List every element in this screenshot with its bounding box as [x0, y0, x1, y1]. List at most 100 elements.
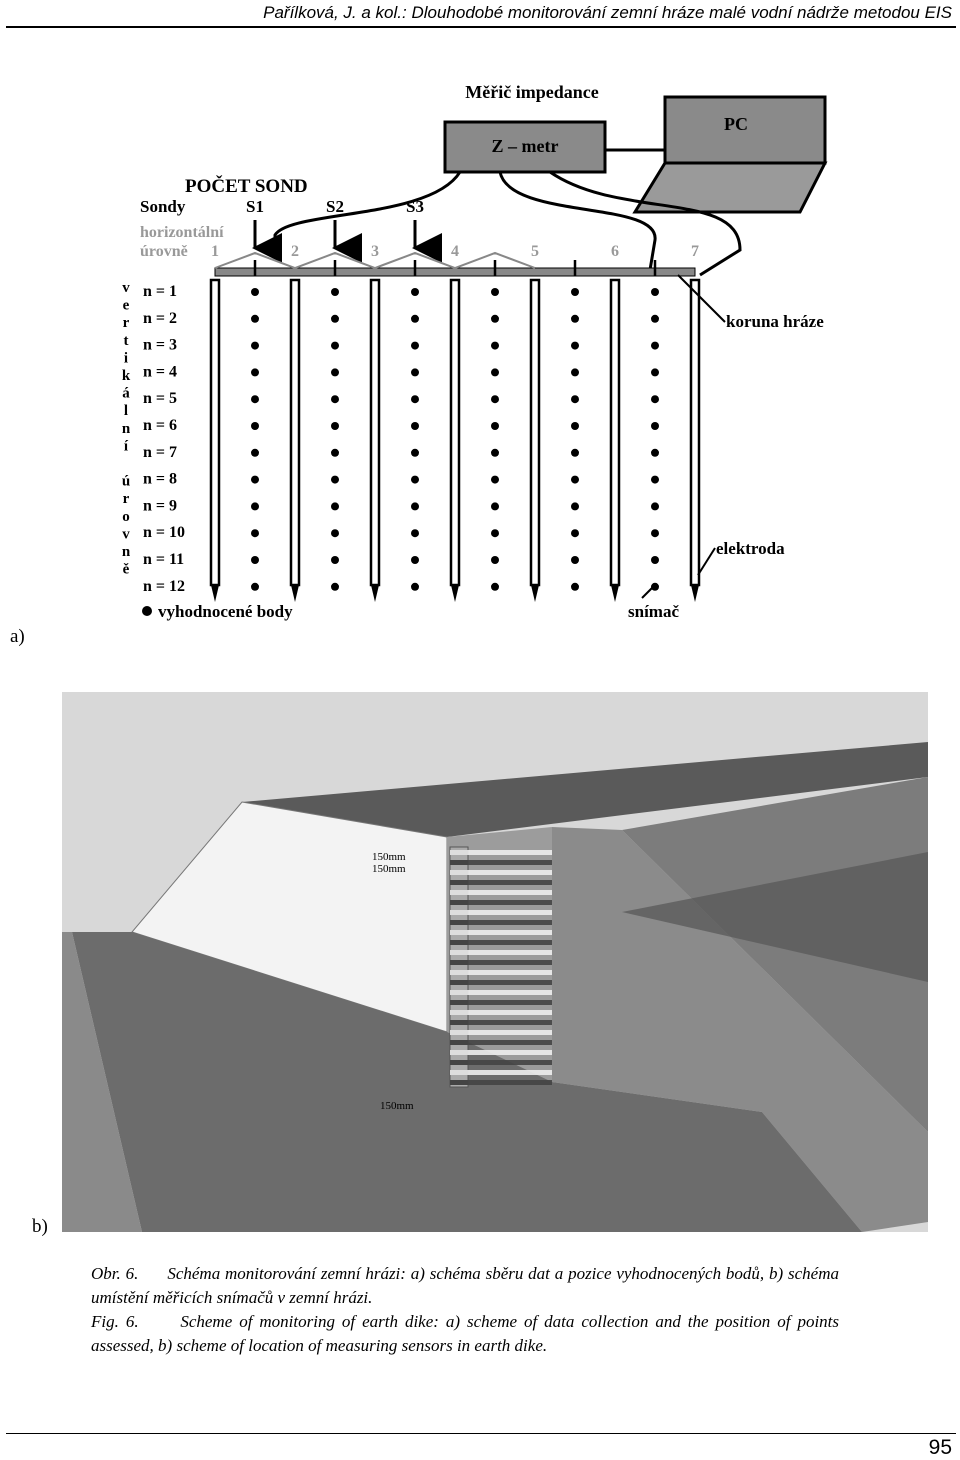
vertical-levels-letter: á — [122, 386, 130, 402]
evaluated-point — [411, 448, 419, 457]
evaluated-point — [331, 502, 339, 511]
evaluated-point — [331, 582, 339, 591]
evaluated-point — [331, 368, 339, 377]
vertical-level-11: n = 11 — [143, 551, 184, 568]
sensor-stripe — [450, 910, 468, 915]
sensor-stripe — [450, 1040, 468, 1045]
evaluated-point — [491, 529, 499, 538]
figure-b-label: b) — [32, 1216, 48, 1237]
evaluated-point — [571, 582, 579, 591]
evaluated-point — [251, 341, 259, 350]
electrode-tip — [291, 585, 299, 602]
evaluated-point — [491, 422, 499, 430]
sensor-stripe — [450, 920, 468, 925]
horizontal-level-1: 1 — [211, 243, 219, 260]
evaluated-point — [571, 475, 579, 484]
sensor-layer — [468, 1000, 552, 1005]
evaluated-point — [411, 529, 419, 538]
evaluated-point — [491, 502, 499, 511]
evaluated-point — [651, 582, 659, 591]
water-surface — [622, 777, 928, 1132]
caption-cz-number: Obr. 6. — [91, 1264, 139, 1283]
evaluated-point — [491, 314, 499, 323]
sensor-stripe — [450, 1080, 468, 1085]
figure-caption: Obr. 6. Schéma monitorování zemní hrázi:… — [91, 1262, 839, 1358]
header-rule — [6, 26, 956, 28]
vertical-levels-letter: r — [123, 491, 130, 507]
electrode-tip — [371, 585, 379, 602]
evaluated-point — [651, 314, 659, 323]
electrode — [529, 278, 541, 587]
impedance-meter-title: Měřič impedance — [465, 82, 598, 102]
vertical-level-7: n = 7 — [143, 444, 177, 461]
electrode-tip — [531, 585, 539, 602]
z-meter-label: Z – metr — [492, 136, 559, 156]
sensor-stripe — [450, 960, 468, 965]
evaluated-point — [331, 288, 339, 296]
evaluated-point — [491, 582, 499, 591]
sensor-layer — [468, 950, 552, 955]
vertical-levels-letter: í — [124, 438, 129, 454]
vertical-level-9: n = 9 — [143, 497, 177, 514]
sensor-layer — [468, 980, 552, 985]
electrode-tip — [451, 585, 459, 602]
sensor-stripe — [450, 1050, 468, 1055]
sensor-stripe — [450, 1070, 468, 1075]
vertical-level-8: n = 8 — [143, 471, 177, 488]
vertical-levels-letter: v — [122, 280, 130, 296]
sensor-layer — [468, 1060, 552, 1065]
evaluated-point — [411, 582, 419, 591]
electrode-tip — [611, 585, 619, 602]
vertical-level-4: n = 4 — [143, 363, 177, 380]
sensor-stripe — [450, 930, 468, 935]
evaluated-point — [651, 368, 659, 377]
sensor-layer — [468, 990, 552, 995]
evaluated-point — [251, 288, 259, 296]
probe-label-s3: S3 — [406, 197, 424, 216]
sensor-stripe — [450, 980, 468, 985]
evaluated-point — [571, 395, 579, 404]
sensor-stripe — [450, 870, 468, 875]
evaluated-point — [651, 288, 659, 296]
vertical-levels-letter: r — [123, 315, 130, 331]
evaluated-point — [331, 341, 339, 350]
evaluated-point — [411, 395, 419, 404]
vertical-level-6: n = 6 — [143, 417, 177, 434]
probe-label-s2: S2 — [326, 197, 344, 216]
sensor-stripe — [450, 1010, 468, 1015]
evaluated-point — [651, 341, 659, 350]
figure-a-label: a) — [10, 626, 25, 647]
evaluated-point — [251, 556, 259, 564]
evaluated-point — [491, 475, 499, 484]
evaluated-point — [491, 395, 499, 404]
sensor-stripe — [450, 850, 468, 855]
evaluated-point — [491, 288, 499, 296]
footer-rule — [6, 1433, 956, 1434]
evaluated-point — [651, 395, 659, 404]
sensor-layer — [468, 920, 552, 925]
evaluated-point — [411, 368, 419, 377]
pc-monitor — [663, 95, 827, 165]
evaluated-point — [251, 475, 259, 484]
evaluated-point — [331, 422, 339, 430]
vertical-levels-letter: n — [122, 421, 131, 437]
evaluated-point — [331, 314, 339, 323]
crest-surface — [242, 742, 928, 837]
sensor-layer — [468, 940, 552, 945]
horizontal-level-4: 4 — [451, 243, 459, 260]
sensor-stripe — [450, 970, 468, 975]
vertical-levels-letter: i — [124, 350, 128, 366]
evaluated-point — [651, 475, 659, 484]
vertical-level-2: n = 2 — [143, 310, 177, 327]
evaluated-points-label: vyhodnocené body — [158, 602, 293, 621]
evaluated-point — [251, 448, 259, 457]
sensor-layer — [468, 860, 552, 865]
sensor-stripe — [450, 860, 468, 865]
evaluated-point — [651, 502, 659, 511]
evaluated-point — [251, 314, 259, 323]
evaluated-point — [571, 314, 579, 323]
electrode — [289, 278, 301, 587]
electrode-tip — [691, 585, 699, 602]
dimension-label-3: 150mm — [380, 1100, 414, 1112]
sensor-layer — [468, 930, 552, 935]
